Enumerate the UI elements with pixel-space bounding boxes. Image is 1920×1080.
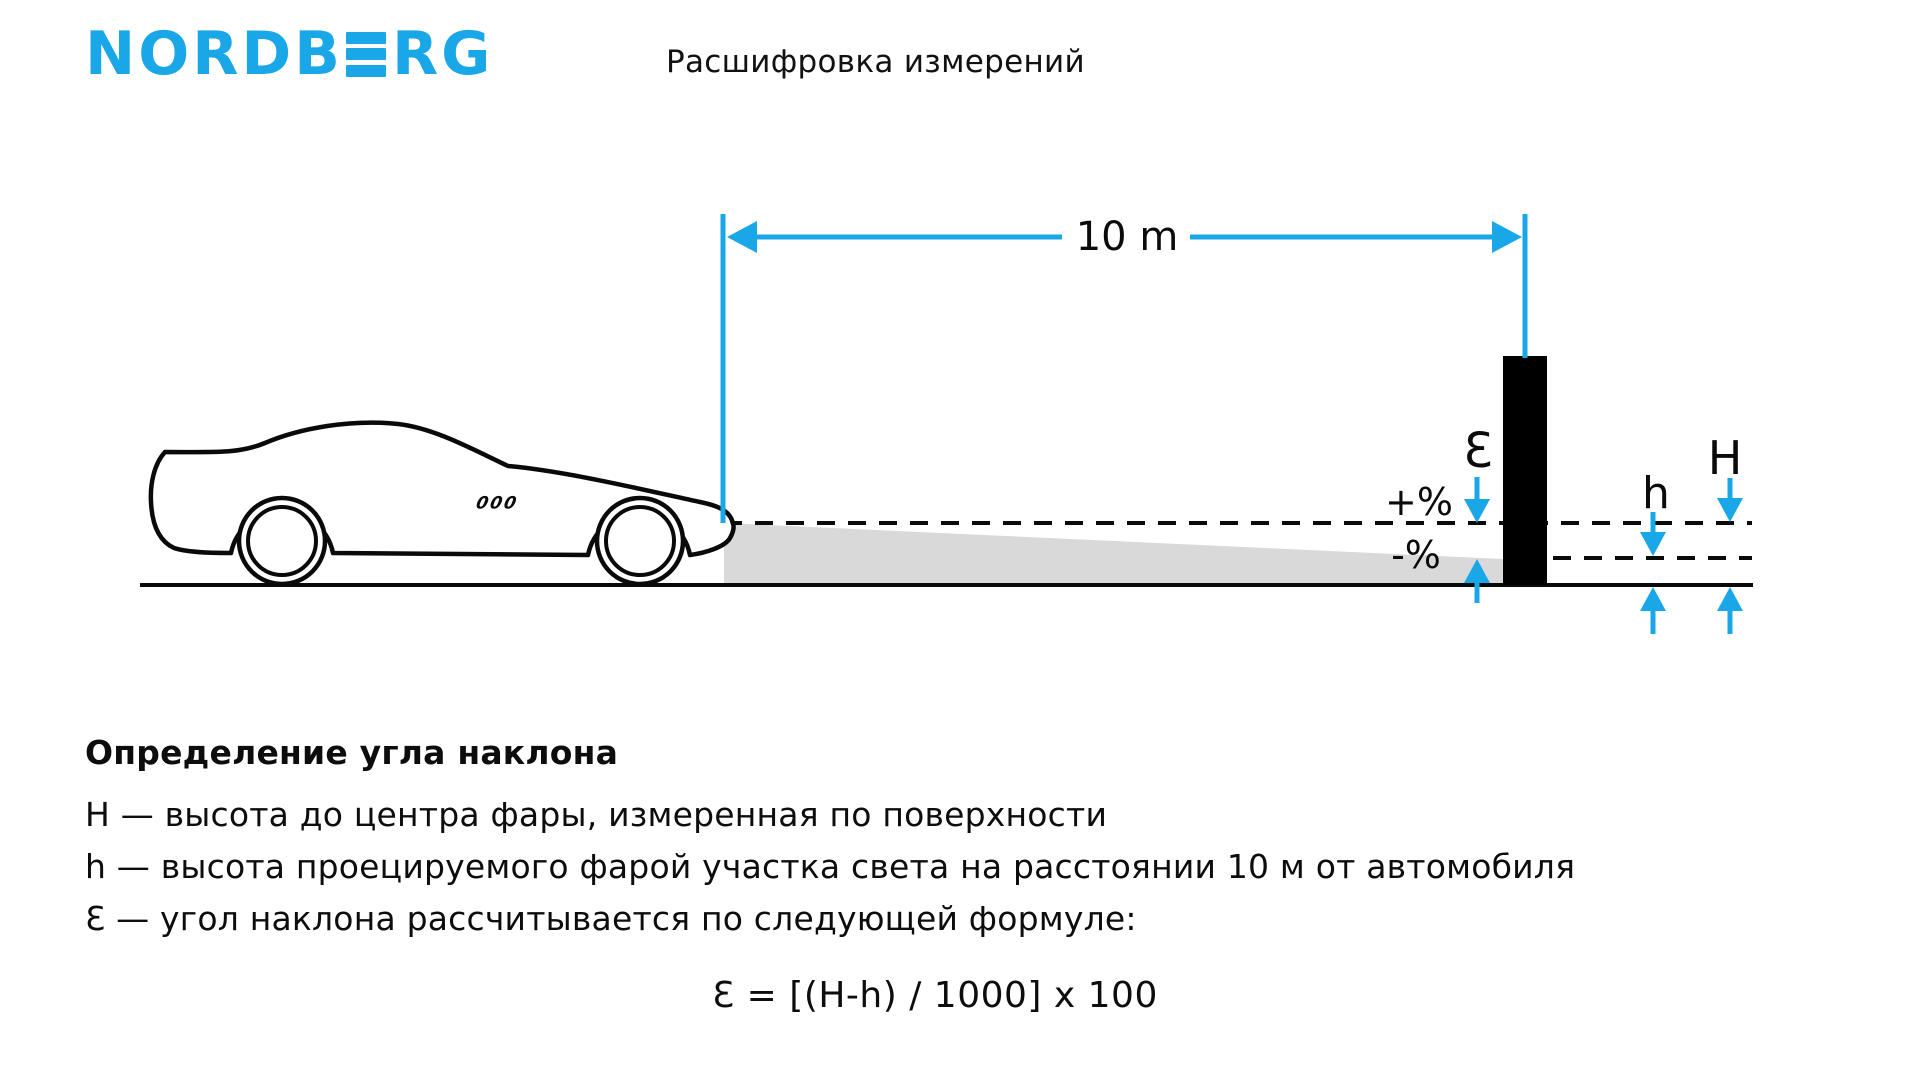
car-silhouette: [148, 420, 736, 587]
car-body-outline: [148, 420, 736, 558]
minus-percent-label: -%: [1391, 533, 1441, 577]
distance-arrowhead-left: [727, 221, 757, 253]
small-h-label: h: [1642, 468, 1670, 519]
front-wheel-rim: [604, 505, 676, 577]
section-heading: Определение угла наклона: [85, 733, 619, 772]
h-down-arrowhead: [1640, 532, 1666, 556]
tilt-angle-formula: Ɛ = [(H-h) / 1000] x 100: [712, 975, 1158, 1016]
light-beam: [724, 523, 1503, 584]
H-up-arrowhead: [1717, 587, 1743, 611]
epsilon-label: Ɛ: [1463, 423, 1493, 479]
car-fender-badge: 000: [474, 493, 520, 514]
logo-text-right: RG: [391, 19, 494, 89]
logo-text-left: NORDB: [85, 19, 343, 89]
big-h-label: H: [1707, 431, 1743, 485]
h-up-arrowhead: [1640, 587, 1666, 611]
definition-epsilon: Ɛ — угол наклона рассчитывается по следу…: [85, 899, 1137, 938]
page-title: Расшифровка измерений: [666, 44, 1085, 80]
blue-dimension-arrows: [720, 214, 1743, 634]
plus-percent-label: +%: [1385, 480, 1453, 524]
rear-wheel-rim: [246, 505, 318, 577]
distance-arrowhead-right: [1492, 221, 1522, 253]
epsilon-down-arrowhead: [1464, 499, 1490, 523]
logo-e-icon: [345, 31, 386, 77]
nordberg-logo: NORDB RG: [85, 24, 493, 84]
measuring-screen-wall: [1503, 356, 1547, 585]
definition-h: h — высота проецируемого фарой участка с…: [85, 847, 1576, 886]
H-down-arrowhead: [1717, 498, 1743, 522]
definition-H: H — высота до центра фары, измеренная по…: [85, 795, 1108, 834]
distance-label: 10 m: [1075, 214, 1179, 260]
definitions-list: H — высота до центра фары, измеренная по…: [85, 789, 1575, 945]
epsilon-up-arrowhead: [1464, 559, 1490, 583]
